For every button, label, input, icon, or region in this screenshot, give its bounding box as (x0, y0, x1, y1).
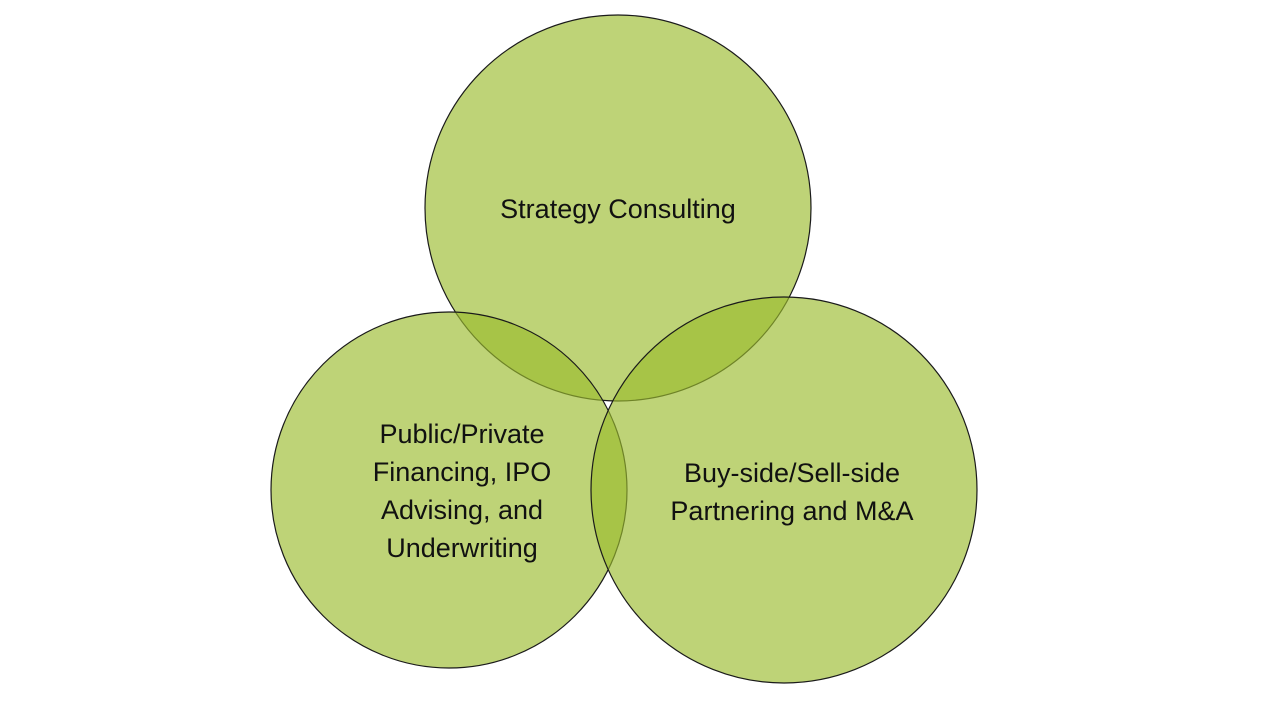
venn-label-strategy-consulting: Strategy Consulting (500, 194, 736, 224)
venn-circle-partnering-ma (590, 296, 978, 684)
venn-label-financing-ipo: Public/Private Financing, IPO Advising, … (372, 419, 552, 563)
venn-label-partnering-ma: Buy-side/Sell-side Partnering and M&A (670, 458, 914, 526)
